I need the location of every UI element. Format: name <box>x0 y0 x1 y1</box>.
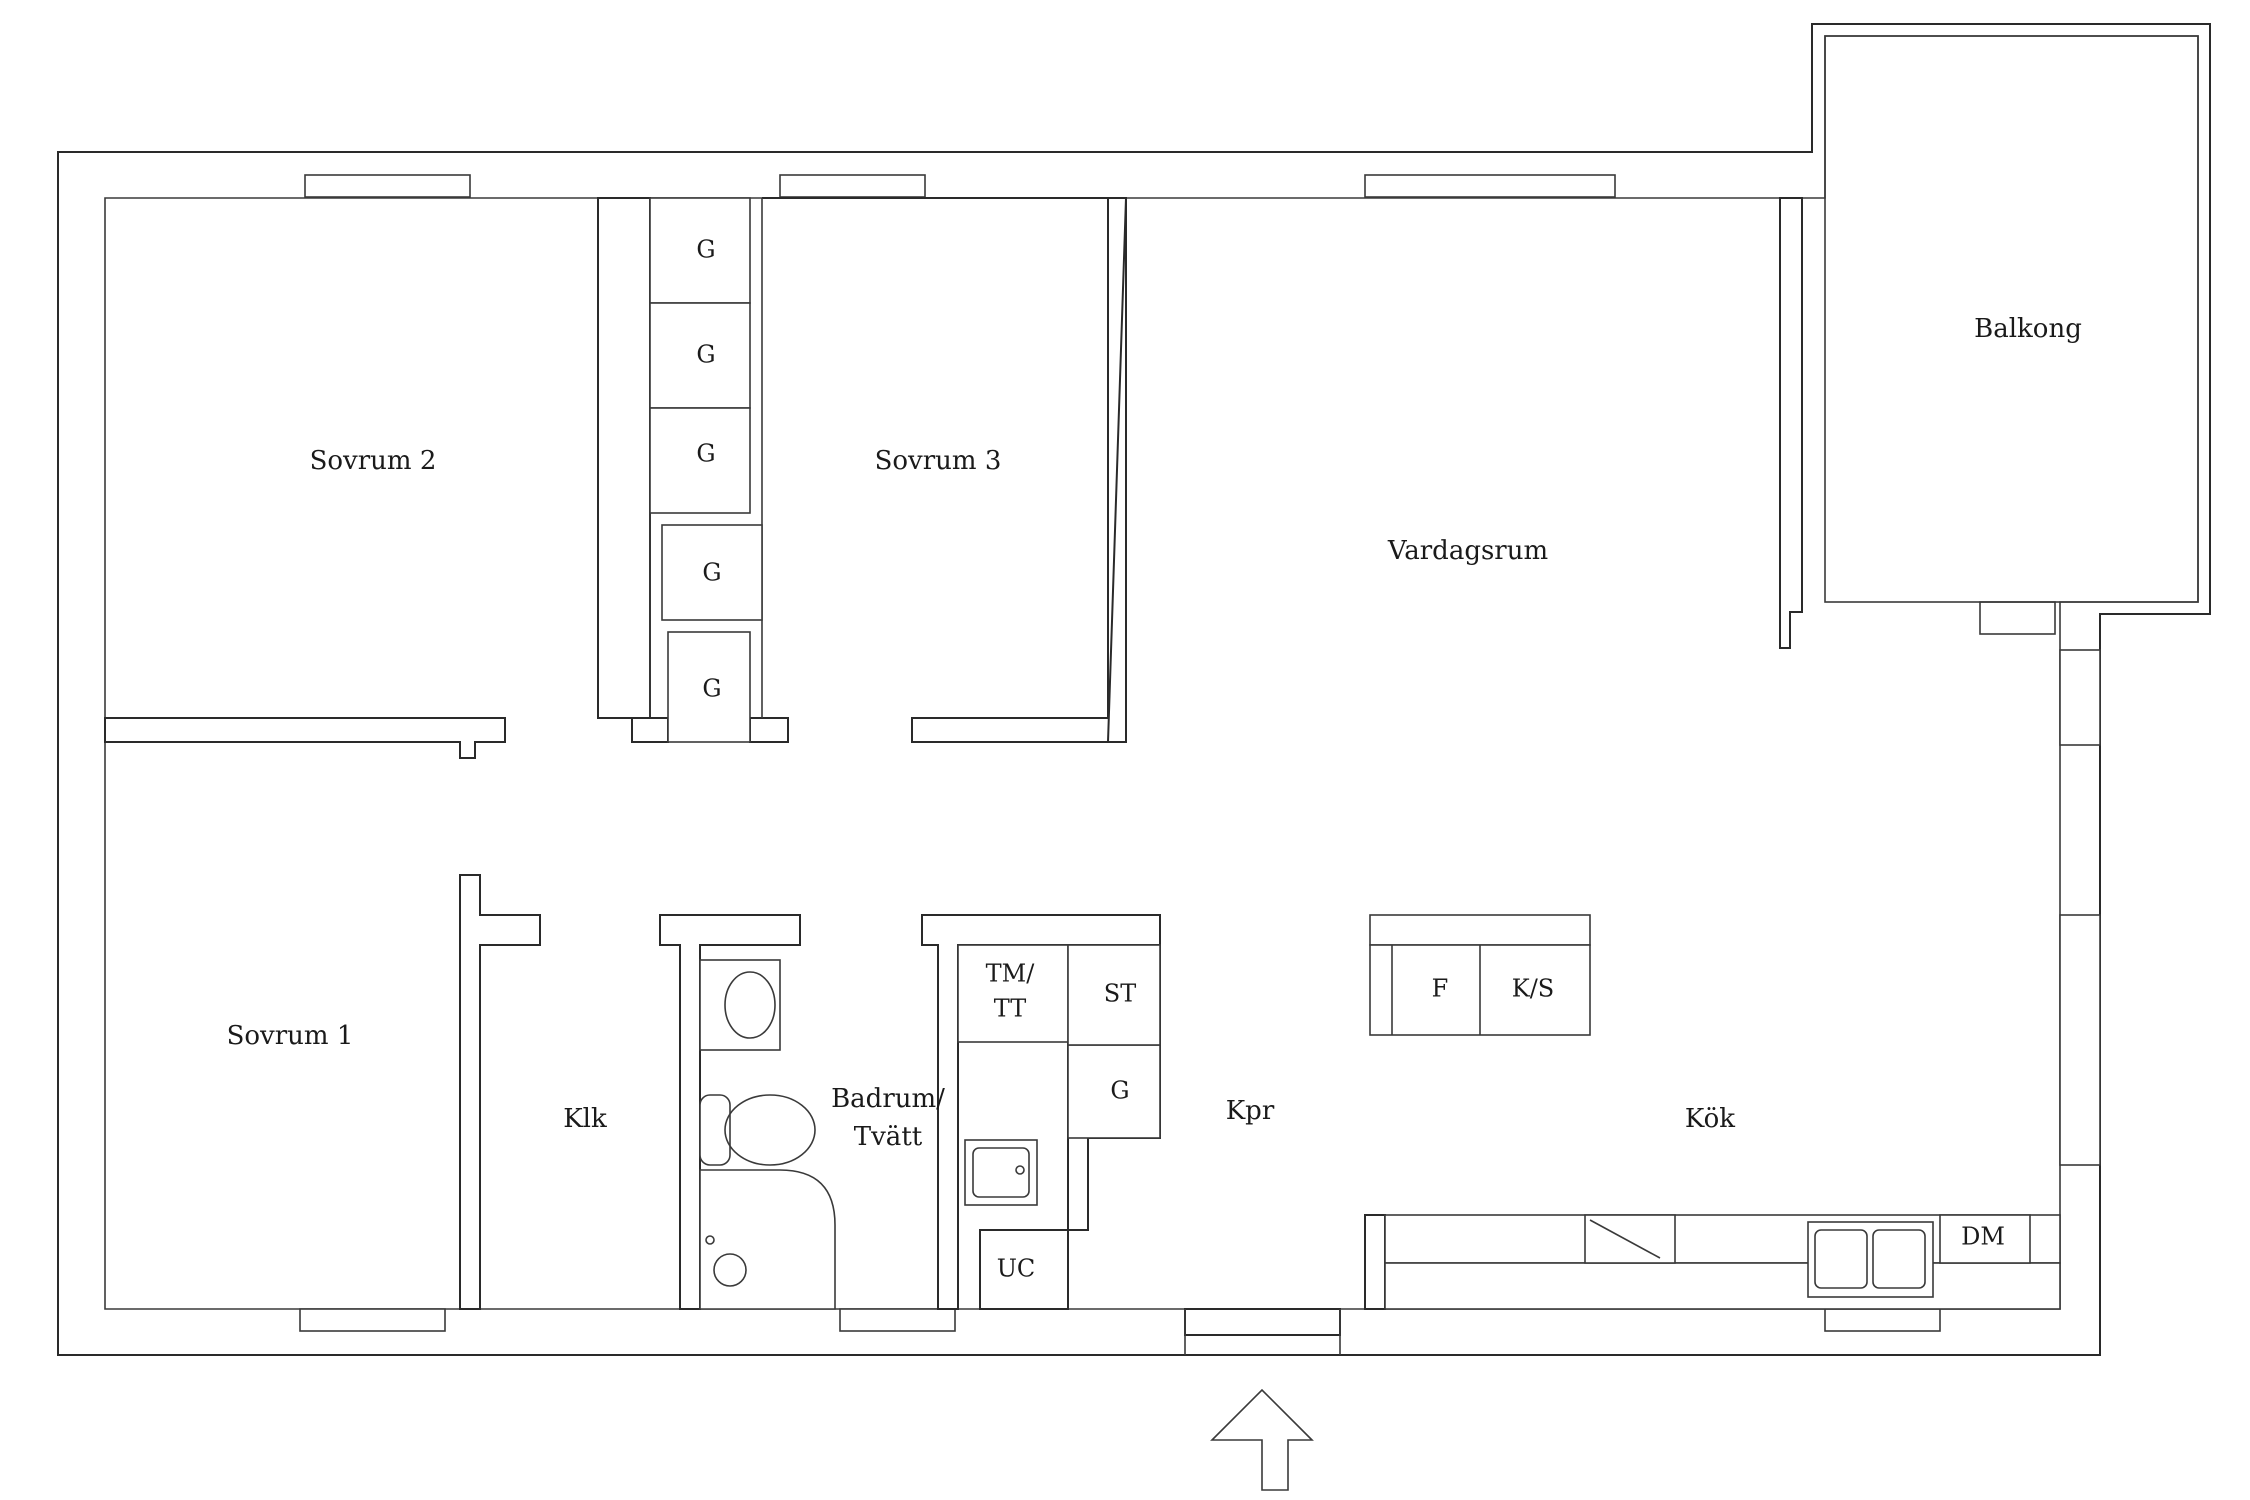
fixture-label-f: F <box>1432 975 1449 1003</box>
fixture-label-st: ST <box>1104 980 1136 1008</box>
fixture-label-tm: TM/ <box>986 960 1036 988</box>
arrow-up-icon <box>1210 1388 1314 1491</box>
balcony <box>1824 35 2199 603</box>
room-label-kok: Kök <box>1685 1104 1735 1134</box>
room-label-klk: Klk <box>563 1104 607 1134</box>
room-label-badrum-line2: Tvätt <box>854 1122 923 1152</box>
closet-label: G <box>702 559 721 587</box>
room-label-sovrum1: Sovrum 1 <box>227 1021 354 1051</box>
room-label-kpr: Kpr <box>1226 1096 1275 1126</box>
room-label-vardagsrum: Vardagsrum <box>1387 536 1548 566</box>
fixture-label-tt: TT <box>994 995 1026 1023</box>
closet-label: G <box>696 440 715 468</box>
room-label-balkong: Balkong <box>1974 314 2082 344</box>
room-label-sovrum3: Sovrum 3 <box>875 446 1002 476</box>
fixture-label-uc: UC <box>997 1255 1036 1283</box>
closet-label: G <box>702 675 721 703</box>
fixture-label-ks: K/S <box>1512 975 1554 1003</box>
closets <box>649 197 1161 1139</box>
kitchen-island <box>1369 914 1591 1036</box>
closet-label: G <box>696 341 715 369</box>
bathroom-fixtures <box>699 959 836 1310</box>
fixture-label-dm: DM <box>1961 1223 2005 1251</box>
room-label-sovrum2: Sovrum 2 <box>310 446 437 476</box>
outer-walls <box>57 23 2211 1356</box>
closet-label: G <box>1110 1077 1129 1105</box>
windows <box>299 174 2101 1332</box>
laundry-machines <box>957 944 1161 1206</box>
room-label-badrum-line1: Badrum/ <box>831 1084 945 1114</box>
closet-label: G <box>696 236 715 264</box>
kitchen-counter <box>1384 1214 2061 1310</box>
